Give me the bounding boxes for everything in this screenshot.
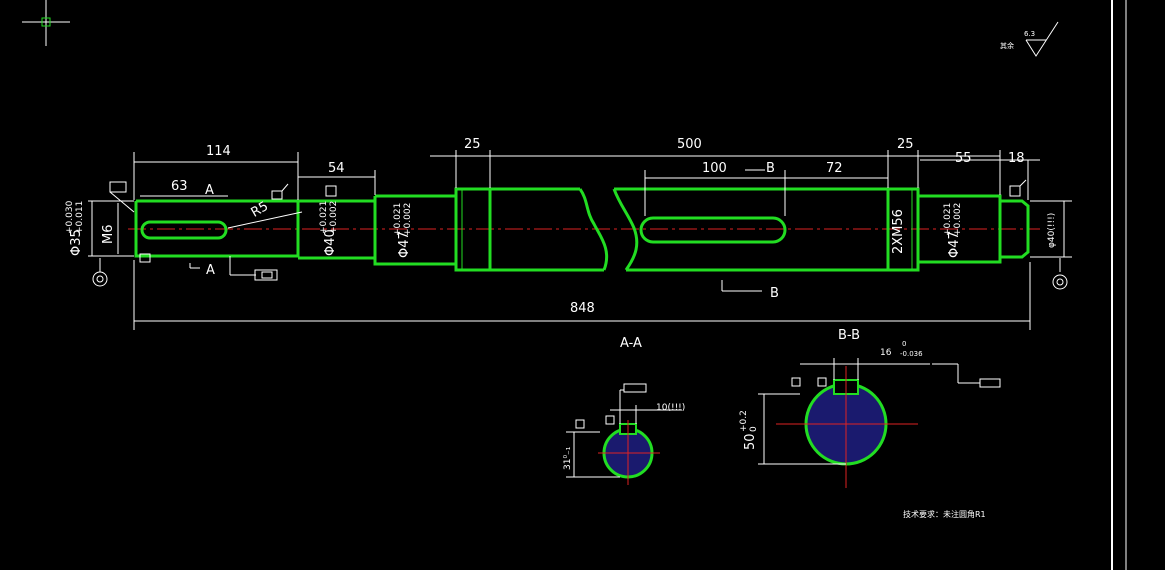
dim-500: 500 — [677, 137, 702, 152]
svg-text:+0.011: +0.011 — [75, 201, 85, 234]
dim-dia47-right: Φ47 +0.021 +0.002 — [943, 203, 963, 258]
dim-25-left: 25 — [464, 137, 481, 152]
dim-m56: 2XM56 — [891, 209, 906, 254]
svg-text:0: 0 — [749, 426, 759, 432]
svg-text:6.3: 6.3 — [1024, 30, 1035, 38]
section-mark-a-bottom: A — [206, 263, 215, 278]
dim-72: 72 — [826, 161, 843, 176]
shaft-body — [134, 187, 1030, 272]
gdt-symbols — [92, 179, 1068, 290]
svg-text:+0.002: +0.002 — [403, 203, 413, 236]
dim-100: 100 — [702, 161, 727, 176]
dim-114: 114 — [206, 144, 231, 159]
svg-text:M6: M6 — [101, 225, 116, 245]
svg-text:+0.002: +0.002 — [329, 201, 339, 234]
dim-dia47-left: Φ47 +0.021 +0.002 — [393, 203, 413, 258]
dim-r5: R5 — [249, 199, 271, 221]
technical-requirements: 技术要求：未注圆角R1 — [903, 509, 986, 519]
svg-text:2XM56: 2XM56 — [891, 209, 906, 254]
section-a-a-width: 10(!!!) — [656, 403, 685, 413]
section-mark-b-top: B — [766, 161, 775, 176]
roughness-symbol: 其余 6.3 — [1000, 21, 1059, 57]
section-mark-b-bottom: B — [770, 286, 779, 301]
svg-text:其余: 其余 — [1000, 41, 1014, 50]
dim-54: 54 — [328, 161, 345, 176]
svg-text:Φ47: Φ47 — [397, 231, 412, 258]
svg-text:0: 0 — [902, 340, 906, 348]
svg-text:Φ40: Φ40 — [323, 229, 338, 256]
dim-m6: M6 — [101, 225, 116, 245]
section-b-b: B-B 16 0 -0.036 50 +0.2 0 — [739, 328, 1001, 488]
dim-25-right: 25 — [897, 137, 914, 152]
svg-text:+0.021: +0.021 — [319, 201, 329, 234]
dim-18: 18 — [1008, 151, 1025, 166]
section-a-a-depth: 31⁰₋₁ — [563, 446, 573, 470]
svg-text:Φ35: Φ35 — [69, 229, 84, 256]
section-a-a-title: A-A — [620, 336, 642, 351]
section-a-a: A-A 31⁰₋₁ 10(!!!) — [563, 336, 685, 485]
section-mark-a-top: A — [205, 183, 214, 198]
section-b-b-title: B-B — [838, 328, 860, 343]
svg-text:+0.021: +0.021 — [393, 203, 403, 236]
dimension-lines — [88, 150, 1072, 330]
svg-text:+0.021: +0.021 — [943, 203, 953, 236]
crosshair-cursor-icon — [22, 0, 70, 46]
dim-63: 63 — [171, 179, 188, 194]
svg-text:+0.002: +0.002 — [953, 203, 963, 236]
dim-dia40-end: φ40(!!!) — [1047, 213, 1057, 248]
svg-text:-0.036: -0.036 — [900, 350, 923, 358]
dim-dia35: Φ35 +0.030 +0.011 — [65, 200, 85, 256]
section-b-b-width: 16 — [880, 348, 892, 358]
svg-text:+0.2: +0.2 — [739, 410, 749, 432]
svg-text:+0.030: +0.030 — [65, 200, 75, 234]
section-b-b-depth: 50 — [743, 433, 758, 450]
svg-text:φ40(!!!): φ40(!!!) — [1047, 213, 1057, 248]
dim-55: 55 — [955, 151, 972, 166]
dim-848: 848 — [570, 301, 595, 316]
dim-dia40: Φ40 +0.021 +0.002 — [319, 201, 339, 256]
svg-text:Φ47: Φ47 — [947, 231, 962, 258]
